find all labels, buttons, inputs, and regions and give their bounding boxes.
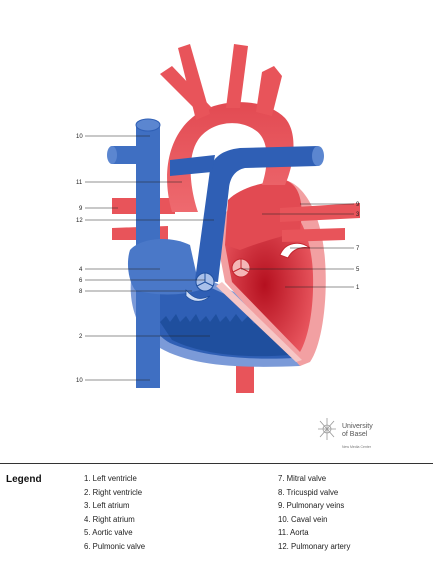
left-subclavian-artery: [256, 66, 282, 116]
new-media-center: New Media Center: [342, 445, 371, 449]
label-6: 6: [79, 278, 205, 284]
svg-text:10: 10: [76, 378, 83, 384]
brachiocephalic-vein-end: [107, 146, 117, 164]
legend-title: Legend: [6, 474, 42, 485]
label-8: 8: [79, 289, 192, 295]
legend-item: 3. Left atrium: [84, 501, 130, 511]
label-1: 1: [285, 285, 360, 291]
legend-item: 1. Left ventricle: [84, 474, 137, 483]
pulmonary-artery: [195, 146, 318, 282]
label-11: 11: [76, 180, 182, 186]
aorta: [167, 102, 294, 212]
label-5: 5: [241, 267, 360, 273]
caval-vein-top: [135, 118, 161, 132]
septum: [216, 282, 302, 362]
pulmonary-vein-right-upper: [280, 203, 360, 222]
svg-text:6: 6: [79, 278, 83, 284]
legend-item: 7. Mitral valve: [278, 474, 327, 483]
legend-item: 4. Right atrium: [84, 514, 135, 524]
svg-text:9: 9: [79, 206, 83, 212]
svg-text:5: 5: [356, 267, 360, 273]
tricuspid-valve: [185, 288, 211, 302]
legend-item: 5. Aortic valve: [84, 528, 133, 538]
svg-text:9: 9: [356, 202, 360, 208]
svg-text:3: 3: [356, 212, 360, 218]
label-9-right: 9: [300, 202, 360, 208]
legend-item: 12. Pulmonary artery: [278, 541, 351, 551]
aortic-valve: [231, 258, 251, 278]
brachiocephalic-vein: [112, 146, 156, 164]
aortic-arch-branch: [160, 66, 212, 114]
pulmonic-valve: [195, 272, 215, 292]
pulmonary-artery-left-branch: [170, 155, 215, 176]
university-logo: University of Basel New Media Center: [316, 414, 416, 454]
svg-text:7: 7: [356, 246, 360, 252]
label-3: 3: [262, 212, 360, 218]
right-atrium: [127, 238, 200, 295]
heart-diagram: 10 11 9 12 9 3 7 4 6 8 5 1: [76, 44, 360, 393]
university-seal-icon: [318, 418, 336, 440]
label-9-left: 9: [79, 206, 118, 212]
label-10-top: 10: [76, 134, 150, 140]
label-2: 2: [79, 334, 210, 340]
svg-text:8: 8: [79, 289, 83, 295]
svg-text:1: 1: [356, 285, 360, 291]
legend-item: 6. Pulmonic valve: [84, 541, 146, 551]
label-7: 7: [290, 246, 360, 252]
legend-item: 2. Right ventricle: [84, 487, 143, 497]
university-name: University of Basel: [342, 423, 373, 438]
label-10-bottom: 10: [76, 378, 150, 384]
pulmonary-vein-right-lower: [282, 228, 345, 242]
legend-column-right: 7. Mitral valve 8. Tricuspid valve 9. Pu…: [278, 472, 350, 554]
legend-item: 10. Caval vein: [278, 514, 328, 524]
legend-item: 8. Tricuspid valve: [278, 487, 339, 497]
svg-text:10: 10: [76, 134, 83, 140]
legend-column-left: 1. Left ventricle 2. Right ventricle 3. …: [84, 472, 145, 554]
svg-text:4: 4: [79, 267, 83, 273]
label-4: 4: [79, 267, 160, 273]
legend-item: 9. Pulmonary veins: [278, 501, 345, 511]
legend-item: 11. Aorta: [278, 528, 309, 538]
legend-divider: [0, 463, 433, 464]
label-12: 12: [76, 218, 214, 224]
pulmonary-artery-end: [312, 146, 324, 166]
svg-text:2: 2: [79, 334, 83, 340]
svg-text:12: 12: [76, 218, 83, 224]
svg-text:11: 11: [76, 180, 83, 186]
left-carotid-artery: [226, 44, 248, 108]
